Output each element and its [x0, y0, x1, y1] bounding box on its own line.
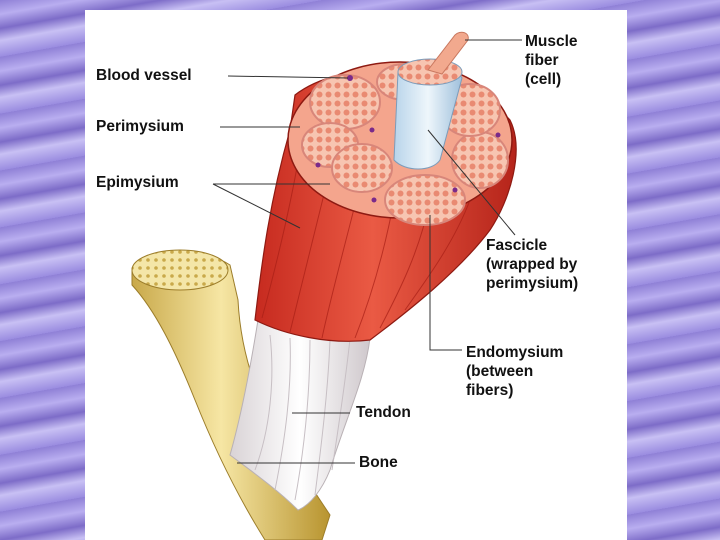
- label-perimysium: Perimysium: [96, 118, 184, 135]
- label-blood-vessel: Blood vessel: [96, 67, 192, 84]
- blood-vessels: [315, 75, 501, 203]
- label-endomysium: Endomysium (between fibers): [466, 344, 564, 399]
- tendon-striations: [254, 334, 351, 501]
- label-tendon: Tendon: [356, 404, 411, 421]
- label-muscle-fiber: Muscle fiber (cell): [525, 33, 578, 88]
- label-epimysium: Epimysium: [96, 174, 179, 191]
- label-bone: Bone: [359, 454, 398, 471]
- leader-lines: [212, 39, 522, 464]
- label-fascicle: Fascicle (wrapped by perimysium): [486, 237, 579, 292]
